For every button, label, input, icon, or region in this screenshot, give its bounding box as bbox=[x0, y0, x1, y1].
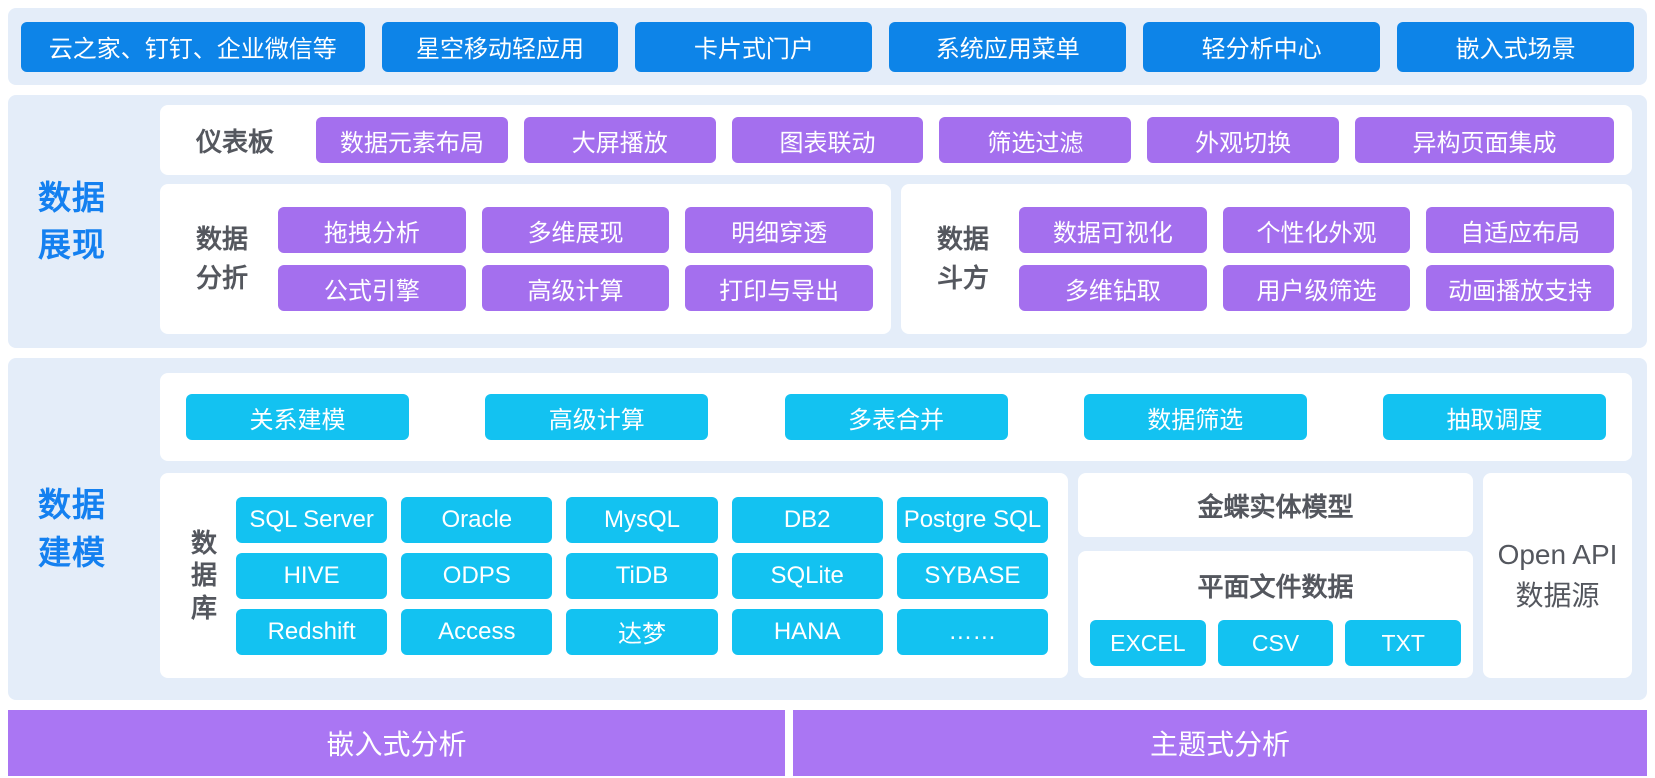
db-chip-db2[interactable]: DB2 bbox=[731, 496, 883, 543]
modeling-mid-column: 金蝶实体模型 平面文件数据 EXCEL CSV TXT bbox=[1078, 473, 1473, 678]
capability-chip-relation-modeling[interactable]: 关系建模 bbox=[186, 394, 409, 440]
db-chip-tidb[interactable]: TiDB bbox=[566, 552, 718, 599]
app-chip-yunzhijia[interactable]: 云之家、钉钉、企业微信等 bbox=[21, 21, 365, 72]
presentation-row2: 数据 分折 拖拽分析 多维展现 明细穿透 公式引擎 高级计算 打印与导出 数据 … bbox=[160, 184, 1632, 334]
feature-chip-detail-drillthrough[interactable]: 明细穿透 bbox=[685, 207, 873, 253]
data-presentation-band: 数据 展现 仪表板 数据元素布局 大屏播放 图表联动 筛选过滤 外观切换 异构页… bbox=[8, 95, 1647, 348]
top-apps-band: 云之家、钉钉、企业微信等 星空移动轻应用 卡片式门户 系统应用菜单 轻分析中心 … bbox=[8, 8, 1647, 85]
app-chip-light-analysis-center[interactable]: 轻分析中心 bbox=[1143, 21, 1381, 72]
feature-chip-animation-play[interactable]: 动画播放支持 bbox=[1426, 265, 1614, 311]
feature-chip-filter[interactable]: 筛选过滤 bbox=[939, 117, 1132, 163]
data-modeling-band: 数据 建模 关系建模 高级计算 多表合并 数据筛选 抽取调度 数据库 SQL S… bbox=[8, 358, 1647, 700]
feature-chip-skin-switch[interactable]: 外观切换 bbox=[1147, 117, 1340, 163]
db-chip-odps[interactable]: ODPS bbox=[401, 552, 553, 599]
section-title-line: 建模 bbox=[38, 534, 106, 571]
db-chip-mysql[interactable]: MysQL bbox=[566, 496, 718, 543]
capability-chip-extract-schedule[interactable]: 抽取调度 bbox=[1383, 394, 1606, 440]
flat-file-data-label: 平面文件数据 bbox=[1197, 572, 1354, 602]
data-doufang-panel-label: 数据 斗方 bbox=[937, 220, 989, 298]
app-chip-mobile-lite-app[interactable]: 星空移动轻应用 bbox=[381, 21, 619, 72]
dashboard-panel-label: 仪表板 bbox=[196, 126, 275, 157]
db-chip-more[interactable]: …… bbox=[896, 608, 1048, 655]
db-chip-sql-server[interactable]: SQL Server bbox=[236, 496, 388, 543]
label-line: 斗方 bbox=[937, 263, 990, 293]
footer-banners: 嵌入式分析 主题式分析 bbox=[8, 710, 1647, 776]
db-chip-redshift[interactable]: Redshift bbox=[236, 608, 388, 655]
kingdee-entity-model-label: 金蝶实体模型 bbox=[1197, 491, 1354, 522]
label-line: 数据 bbox=[196, 224, 249, 254]
feature-chip-formula-engine[interactable]: 公式引擎 bbox=[278, 265, 466, 311]
flat-file-buttons: EXCEL CSV TXT bbox=[1078, 620, 1473, 678]
label-line: 数据 bbox=[937, 224, 990, 254]
db-chip-dameng[interactable]: 达梦 bbox=[566, 608, 718, 655]
feature-chip-user-level-filter[interactable]: 用户级筛选 bbox=[1222, 265, 1411, 311]
modeling-row2: 数据库 SQL Server Oracle MysQL DB2 Postgre … bbox=[160, 473, 1632, 678]
feature-chip-advanced-calc[interactable]: 高级计算 bbox=[481, 265, 670, 311]
data-analysis-panel-label: 数据 分折 bbox=[196, 220, 248, 298]
file-chip-csv[interactable]: CSV bbox=[1217, 620, 1334, 666]
file-chip-txt[interactable]: TXT bbox=[1345, 620, 1462, 666]
app-chip-embedded-scene[interactable]: 嵌入式场景 bbox=[1397, 21, 1635, 72]
analysis-feature-grid: 拖拽分析 多维展现 明细穿透 公式引擎 高级计算 打印与导出 bbox=[278, 207, 873, 311]
capability-chip-advanced-calc[interactable]: 高级计算 bbox=[485, 394, 709, 440]
data-doufang-panel: 数据 斗方 数据可视化 个性化外观 自适应布局 多维钻取 用户级筛选 动画播放支… bbox=[901, 184, 1632, 334]
doufang-feature-grid: 数据可视化 个性化外观 自适应布局 多维钻取 用户级筛选 动画播放支持 bbox=[1019, 207, 1614, 311]
section-title-line: 数据 bbox=[38, 486, 106, 524]
section-title-line: 数据 bbox=[38, 178, 106, 216]
open-api-label-line: 数据源 bbox=[1515, 579, 1600, 611]
db-chip-access[interactable]: Access bbox=[401, 608, 553, 655]
db-chip-hive[interactable]: HIVE bbox=[236, 552, 388, 599]
feature-chip-personalized-skin[interactable]: 个性化外观 bbox=[1222, 207, 1411, 253]
db-chip-postgre-sql[interactable]: Postgre SQL bbox=[896, 496, 1048, 543]
feature-chip-data-visualization[interactable]: 数据可视化 bbox=[1019, 207, 1207, 253]
app-chip-system-menu[interactable]: 系统应用菜单 bbox=[889, 21, 1127, 72]
feature-chip-print-export[interactable]: 打印与导出 bbox=[685, 265, 873, 311]
data-analysis-panel: 数据 分折 拖拽分析 多维展现 明细穿透 公式引擎 高级计算 打印与导出 bbox=[160, 184, 891, 334]
open-api-label-line: Open API bbox=[1497, 538, 1618, 570]
feature-chip-chart-linkage[interactable]: 图表联动 bbox=[731, 117, 924, 163]
feature-chip-big-screen-play[interactable]: 大屏播放 bbox=[523, 117, 716, 163]
modeling-capability-panel: 关系建模 高级计算 多表合并 数据筛选 抽取调度 bbox=[160, 373, 1632, 461]
feature-chip-multidim-display[interactable]: 多维展现 bbox=[481, 207, 670, 253]
thematic-analysis-banner[interactable]: 主题式分析 bbox=[793, 710, 1647, 776]
db-chip-sybase[interactable]: SYBASE bbox=[896, 552, 1048, 599]
feature-chip-adaptive-layout[interactable]: 自适应布局 bbox=[1426, 207, 1614, 253]
database-grid: SQL Server Oracle MysQL DB2 Postgre SQL … bbox=[236, 496, 1048, 655]
label-line: 分折 bbox=[196, 263, 249, 293]
kingdee-entity-model-panel: 金蝶实体模型 bbox=[1078, 473, 1473, 537]
database-panel: 数据库 SQL Server Oracle MysQL DB2 Postgre … bbox=[160, 473, 1068, 678]
feature-chip-multidim-drill[interactable]: 多维钻取 bbox=[1019, 265, 1207, 311]
flat-file-data-panel: 平面文件数据 EXCEL CSV TXT bbox=[1078, 551, 1473, 678]
file-chip-excel[interactable]: EXCEL bbox=[1090, 620, 1206, 666]
db-chip-oracle[interactable]: Oracle bbox=[401, 496, 553, 543]
db-chip-hana[interactable]: HANA bbox=[731, 608, 883, 655]
database-panel-label: 数据库 bbox=[190, 527, 217, 623]
section-title-line: 展现 bbox=[38, 226, 106, 264]
feature-chip-hetero-page-integration[interactable]: 异构页面集成 bbox=[1355, 117, 1615, 163]
embedded-analysis-banner[interactable]: 嵌入式分析 bbox=[8, 710, 785, 776]
section-title-data-presentation: 数据 展现 bbox=[38, 174, 106, 270]
capability-chip-multi-table-merge[interactable]: 多表合并 bbox=[784, 394, 1008, 440]
dashboard-panel: 仪表板 数据元素布局 大屏播放 图表联动 筛选过滤 外观切换 异构页面集成 bbox=[160, 105, 1632, 175]
db-chip-sqlite[interactable]: SQLite bbox=[731, 552, 883, 599]
flat-file-data-title: 平面文件数据 bbox=[1078, 551, 1473, 620]
app-chip-card-portal[interactable]: 卡片式门户 bbox=[635, 21, 873, 72]
feature-chip-drag-analysis[interactable]: 拖拽分析 bbox=[278, 207, 466, 253]
capability-chip-data-filter[interactable]: 数据筛选 bbox=[1083, 394, 1307, 440]
feature-chip-data-element-layout[interactable]: 数据元素布局 bbox=[316, 117, 508, 163]
section-title-data-modeling: 数据 建模 bbox=[38, 481, 106, 577]
open-api-datasource-panel: Open API 数据源 bbox=[1483, 473, 1632, 678]
